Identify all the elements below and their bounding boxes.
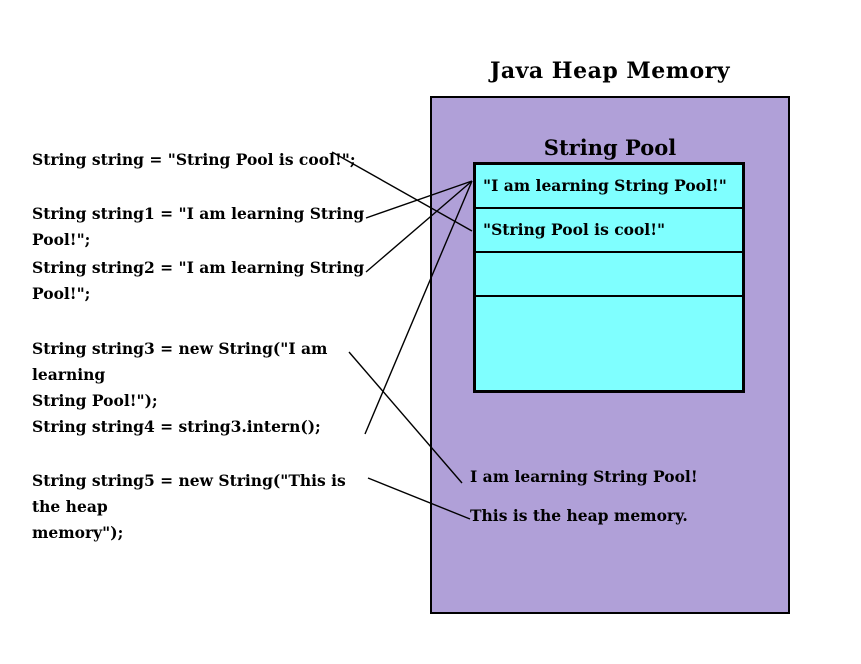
- code-statement-string5: String string5 = new String("This is the…: [32, 471, 346, 542]
- string-pool-table: "I am learning String Pool!" "String Poo…: [473, 162, 745, 393]
- string-pool-row: [476, 253, 742, 297]
- string-pool-row: [476, 297, 742, 390]
- heap-object-label: This is the heap memory.: [470, 506, 688, 525]
- string-pool-heading: String Pool: [543, 135, 677, 160]
- code-statement-string3: String string3 = new String("I am learni…: [32, 339, 328, 410]
- code-statement-string1: String string1 = "I am learning String P…: [32, 204, 370, 249]
- page-title: Java Heap Memory: [489, 58, 731, 84]
- string-pool-row: "I am learning String Pool!": [476, 165, 742, 209]
- string-pool-row: "String Pool is cool!": [476, 209, 742, 253]
- code-statement-string: String string = "String Pool is cool!";: [32, 150, 356, 169]
- code-statement-string2: String string2 = "I am learning String P…: [32, 258, 370, 303]
- heap-object-label: I am learning String Pool!: [470, 467, 698, 486]
- code-statement-string4: String string4 = string3.intern();: [32, 417, 321, 436]
